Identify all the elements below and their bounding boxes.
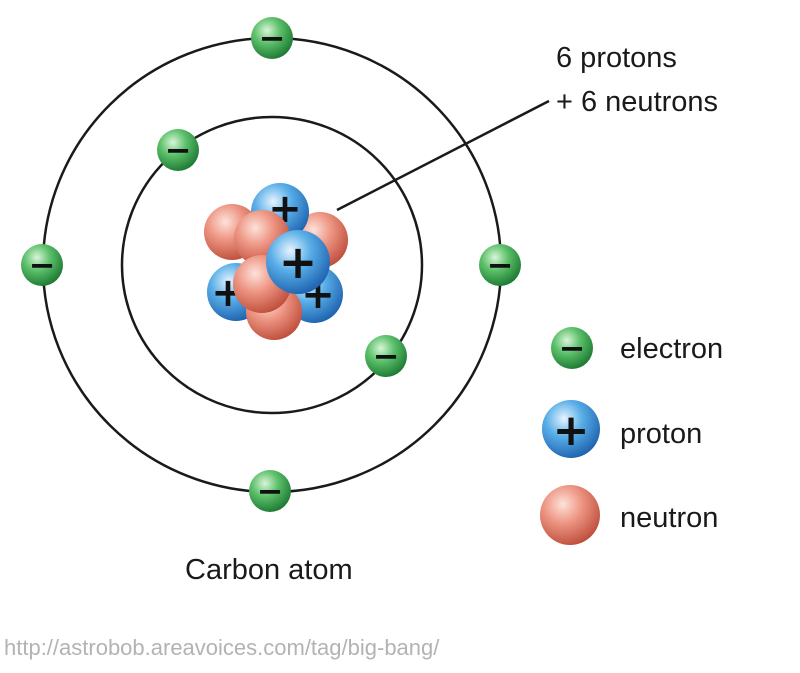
- proton: +: [266, 230, 330, 294]
- legend-electron-swatch: −: [551, 327, 593, 369]
- electron-outer-left: −: [21, 244, 63, 286]
- electron-inner-bottom-right: −: [365, 335, 407, 377]
- legend-neutron-swatch: [540, 485, 600, 545]
- plus-icon: +: [553, 405, 590, 456]
- callout-line-2: + 6 neutrons: [556, 86, 719, 118]
- callout-pointer-line: [336, 99, 550, 212]
- nucleus-callout: 6 protons + 6 neutrons: [556, 36, 718, 124]
- diagram-title: Carbon atom: [185, 554, 353, 586]
- callout-line-1: 6 protons: [556, 42, 677, 74]
- legend-proton-label: proton: [620, 418, 703, 450]
- minus-icon: −: [259, 19, 286, 57]
- legend-proton-swatch: +: [542, 400, 600, 458]
- electron-outer-bottom: −: [249, 470, 291, 512]
- plus-icon: +: [279, 235, 318, 289]
- minus-icon: −: [487, 246, 514, 284]
- electron-inner-top-left: −: [157, 129, 199, 171]
- minus-icon: −: [29, 246, 56, 284]
- legend-neutron-label: neutron: [620, 502, 719, 534]
- legend-electron-label: electron: [620, 333, 724, 365]
- minus-icon: −: [165, 131, 192, 169]
- minus-icon: −: [373, 337, 400, 375]
- electron-outer-top: −: [251, 17, 293, 59]
- minus-icon: −: [559, 329, 586, 367]
- electron-outer-right: −: [479, 244, 521, 286]
- nucleus: + + + +: [204, 183, 348, 340]
- minus-icon: −: [257, 472, 284, 510]
- inner-orbit: [120, 115, 424, 415]
- source-url: http://astrobob.areavoices.com/tag/big-b…: [4, 635, 440, 660]
